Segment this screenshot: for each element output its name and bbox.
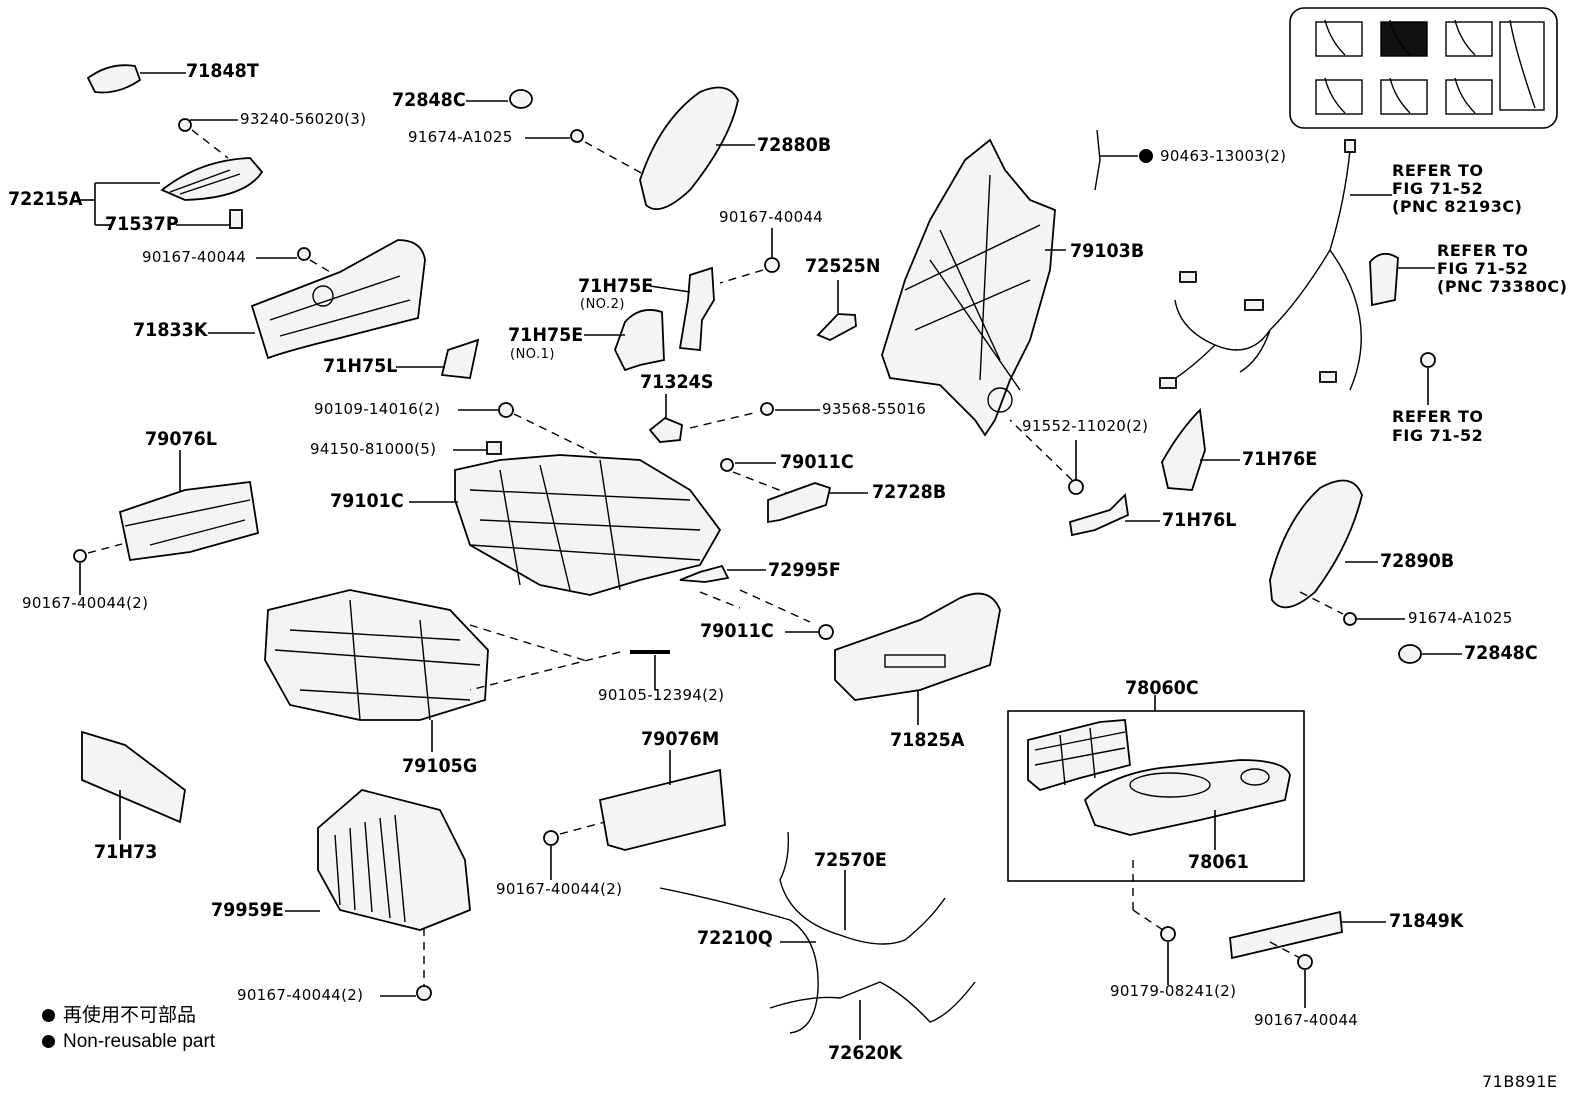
label-72880B: 72880B (757, 134, 832, 156)
legend-text-en: Non-reusable part (63, 1031, 216, 1052)
label-71H76E: 71H76E (1242, 448, 1318, 470)
label-71H73: 71H73 (94, 841, 158, 863)
label-72890B: 72890B (1380, 550, 1455, 572)
label-72848C-b: 72848C (1464, 642, 1538, 664)
legend-line-2: Non-reusable part (42, 1032, 215, 1051)
label-71825A: 71825A (890, 729, 965, 751)
label-71849K: 71849K (1389, 910, 1464, 932)
label-71324S: 71324S (640, 371, 714, 393)
label-79076M: 79076M (641, 728, 720, 750)
label-90167-40044-f: 90167-40044 (1254, 1011, 1359, 1029)
label-90109-14016: 90109-14016(2) (314, 400, 441, 418)
label-90179-08241: 90179-08241(2) (1110, 982, 1237, 1000)
label-79076L: 79076L (145, 428, 217, 450)
label-90167-40044-d: 90167-40044(2) (496, 880, 623, 898)
label-90167-40044-c: 90167-40044(2) (22, 594, 149, 612)
refer-3-line2: FIG 71-52 (1392, 426, 1484, 445)
refer-2-line1: REFER TO (1437, 241, 1529, 260)
label-90167-40044-b: 90167-40044 (719, 208, 824, 226)
filled-circle-icon (42, 1009, 55, 1022)
seat-locator-icon (1289, 7, 1558, 129)
refer-1-line3: (PNC 82193C) (1392, 197, 1523, 216)
label-91552-11020: 91552-11020(2) (1022, 417, 1149, 435)
label-90105-12394: 90105-12394(2) (598, 686, 725, 704)
label-93568-55016: 93568-55016 (822, 400, 927, 418)
refer-2-line3: (PNC 73380C) (1437, 277, 1568, 296)
label-72728B: 72728B (872, 481, 947, 503)
refer-1-line1: REFER TO (1392, 161, 1484, 180)
diagram-code: 71B891E (1482, 1072, 1558, 1091)
label-93240-56020: 93240-56020(3) (240, 110, 367, 128)
label-79103B: 79103B (1070, 240, 1145, 262)
refer-1-line2: FIG 71-52 (1392, 179, 1484, 198)
label-79959E: 79959E (211, 899, 284, 921)
label-72570E: 72570E (814, 849, 887, 871)
label-90167-40044-e: 90167-40044(2) (237, 986, 364, 1004)
label-94150-81000: 94150-81000(5) (310, 440, 437, 458)
label-78061: 78061 (1188, 851, 1249, 873)
label-91674-A1025-a: 91674-A1025 (408, 128, 513, 146)
legend-text-jp: 再使用不可部品 (63, 1005, 197, 1026)
label-91674-A1025-b: 91674-A1025 (1408, 609, 1513, 627)
label-72210Q: 72210Q (697, 927, 773, 949)
label-71H75E-no2-note: (NO.2) (580, 297, 625, 312)
label-71H75E-no1-note: (NO.1) (510, 347, 555, 362)
label-71H75E-no2: 71H75E (578, 275, 654, 297)
label-71H75L: 71H75L (323, 355, 398, 377)
filled-circle-icon (42, 1035, 55, 1048)
label-78060C: 78060C (1125, 677, 1199, 699)
label-72620K: 72620K (828, 1042, 903, 1064)
label-72848C-a: 72848C (392, 89, 466, 111)
refer-3-line1: REFER TO (1392, 407, 1484, 426)
label-72215A: 72215A (8, 188, 83, 210)
label-90463-13003: 90463-13003(2) (1160, 147, 1287, 165)
label-72995F: 72995F (768, 559, 841, 581)
label-79105G: 79105G (402, 755, 478, 777)
legend-line-1: 再使用不可部品 (42, 1006, 196, 1025)
label-71833K: 71833K (133, 319, 208, 341)
label-79011C-a: 79011C (780, 451, 854, 473)
label-71537P: 71537P (105, 213, 179, 235)
label-71H75E-no1: 71H75E (508, 324, 584, 346)
label-90167-40044-a: 90167-40044 (142, 248, 247, 266)
label-79101C: 79101C (330, 490, 404, 512)
label-71848T: 71848T (186, 60, 259, 82)
refer-2-line2: FIG 71-52 (1437, 259, 1529, 278)
label-71H76L: 71H76L (1162, 509, 1237, 531)
label-72525N: 72525N (805, 255, 881, 277)
label-79011C-b: 79011C (700, 620, 774, 642)
